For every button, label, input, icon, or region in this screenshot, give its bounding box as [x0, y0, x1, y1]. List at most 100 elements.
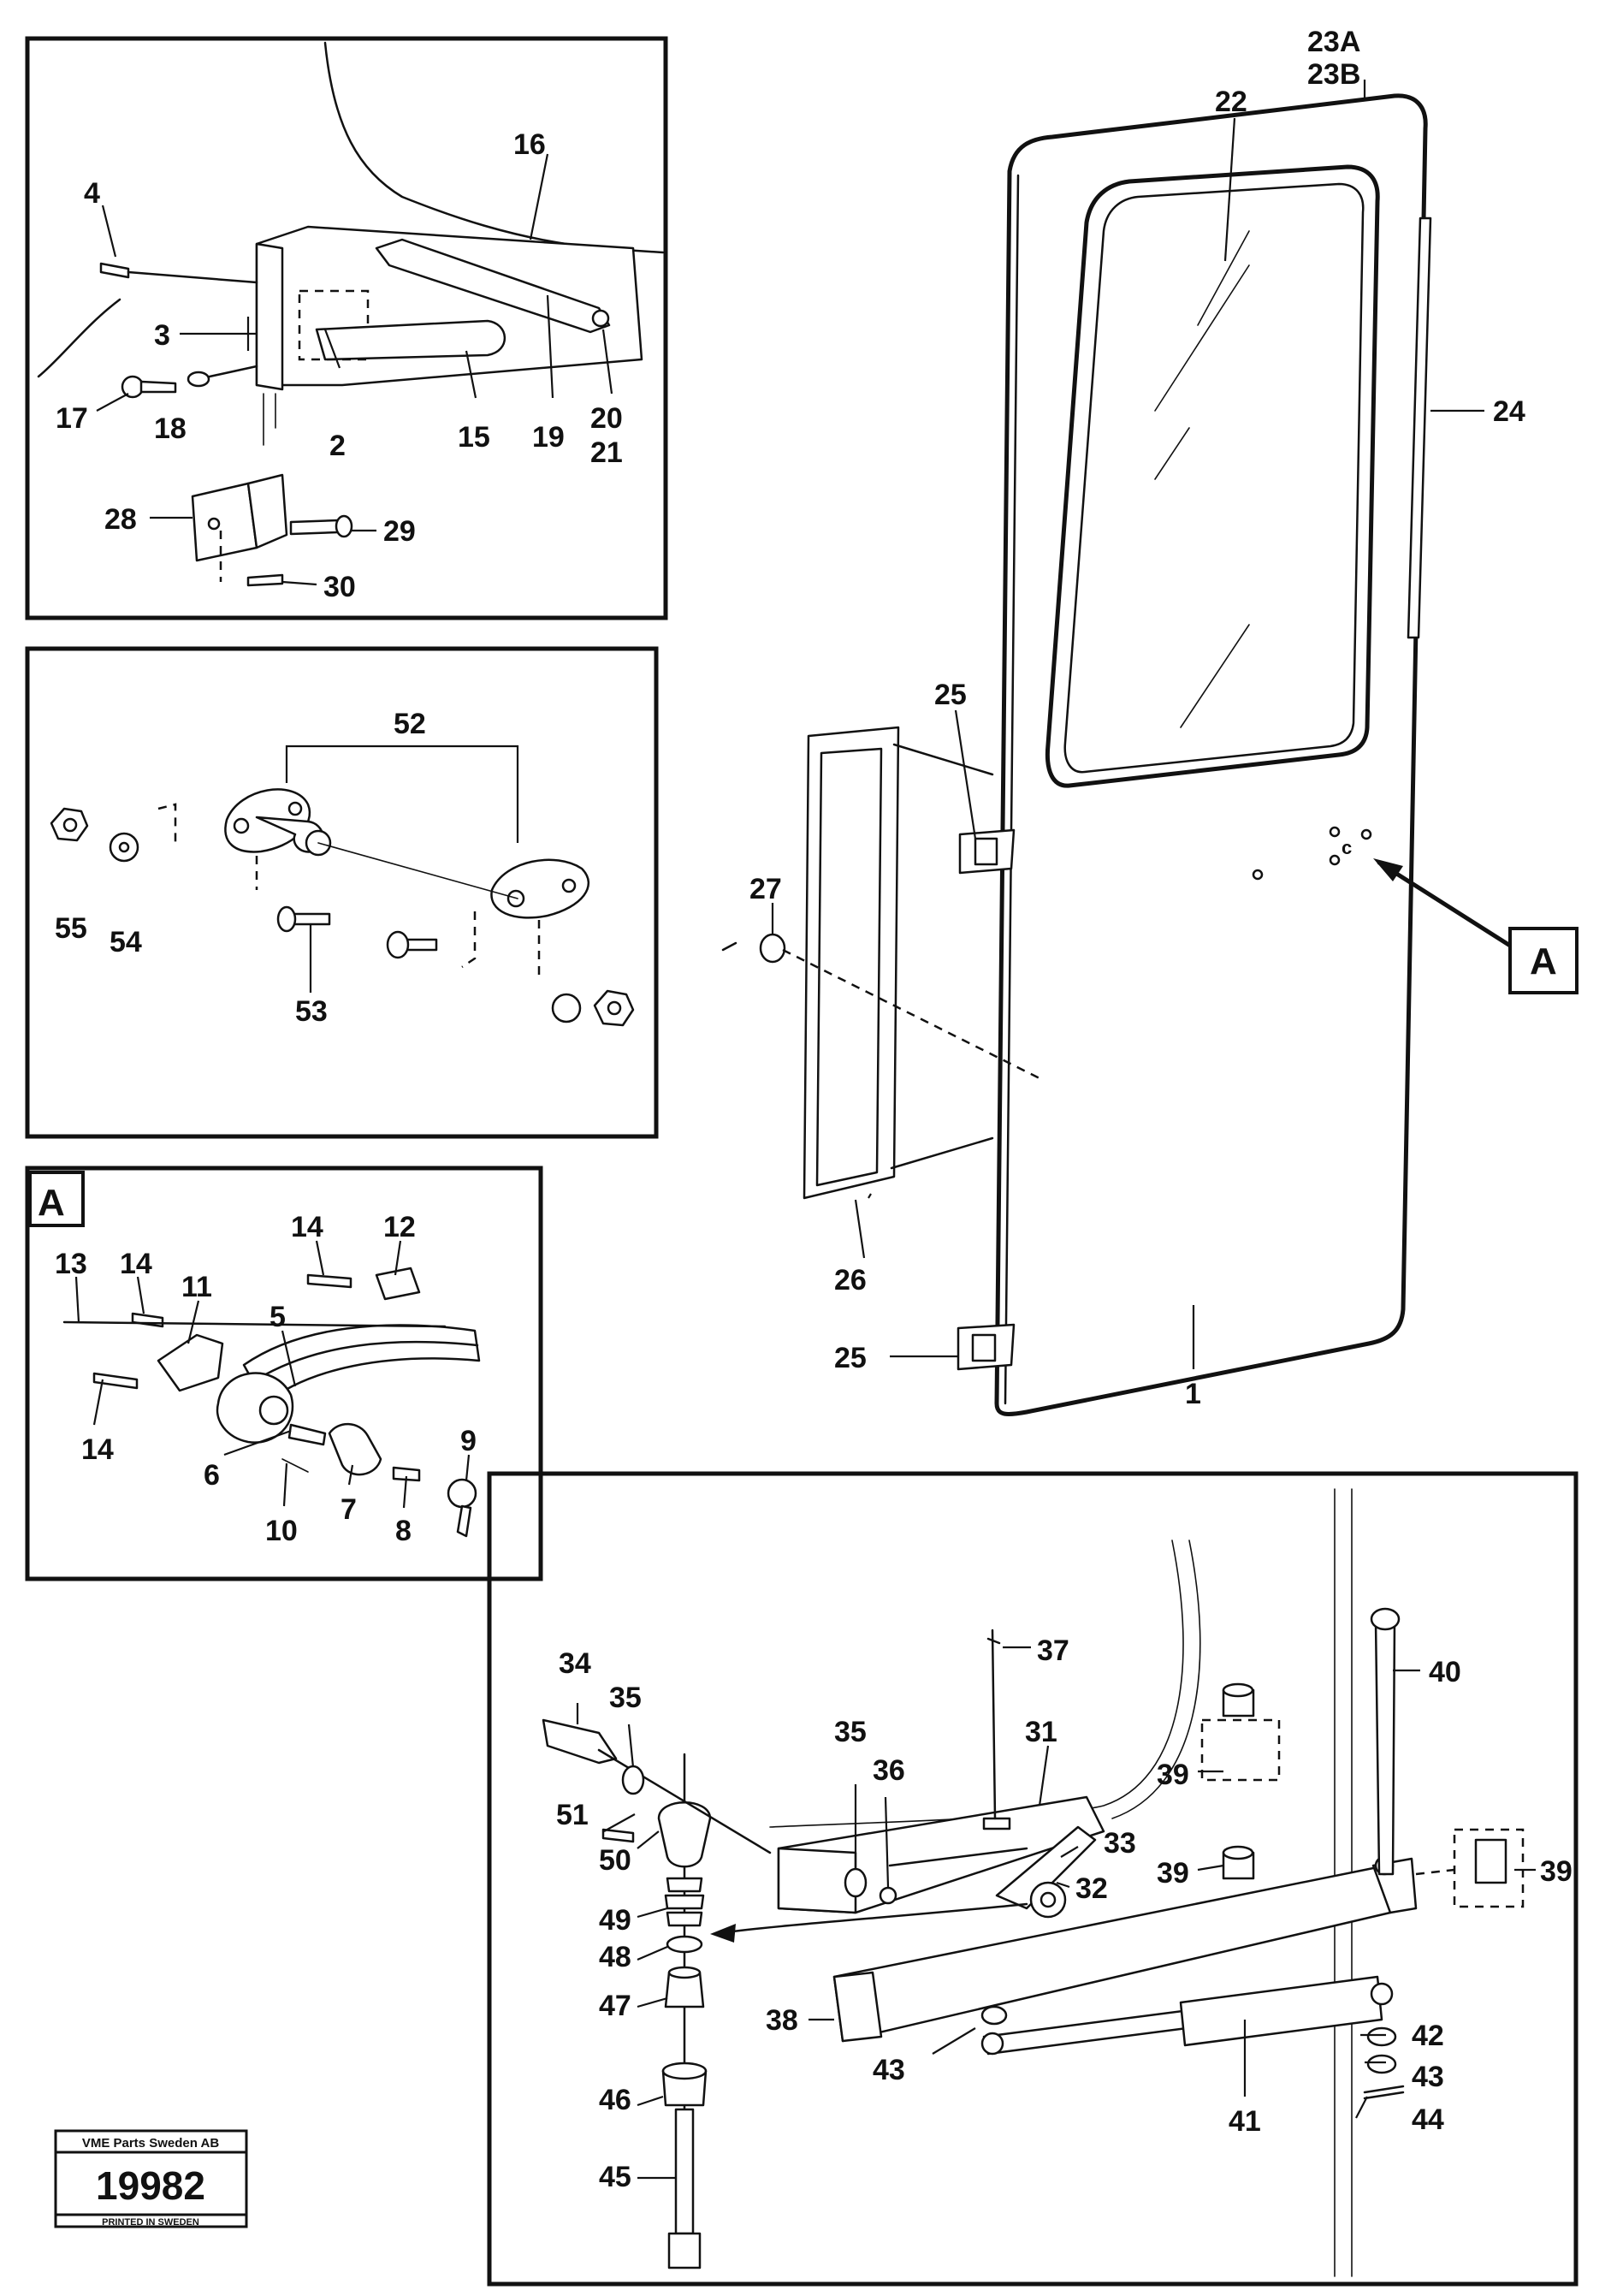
stamp-frame	[54, 2129, 248, 2228]
label-12: 12	[383, 1211, 416, 1243]
label-29: 29	[383, 515, 416, 548]
label-2: 2	[329, 430, 346, 462]
cab-outline-left	[37, 298, 121, 378]
detail-a-letter: A	[38, 1182, 65, 1224]
label-47: 47	[599, 1990, 631, 2022]
label-52: 52	[394, 708, 426, 740]
arrow-head-a	[1373, 858, 1403, 881]
cab-outline	[323, 41, 665, 254]
label-42: 42	[1412, 2020, 1444, 2052]
stamp-company: VME Parts Sweden AB	[82, 2136, 219, 2151]
pin-8	[392, 1466, 421, 1482]
label-51: 51	[556, 1799, 589, 1831]
label-43-left: 43	[873, 2054, 905, 2086]
handle-arm	[242, 1324, 481, 1405]
screw-29	[289, 519, 340, 536]
cap-50	[657, 1801, 712, 1868]
label-39c: 39	[1540, 1855, 1573, 1888]
label-49: 49	[599, 1904, 631, 1937]
label-24: 24	[1493, 395, 1525, 428]
label-11: 11	[181, 1271, 212, 1303]
spring-6	[287, 1423, 327, 1446]
label-22: 22	[1215, 86, 1247, 118]
label-23B: 23B	[1307, 58, 1360, 91]
label-10: 10	[265, 1515, 298, 1547]
label-45: 45	[599, 2161, 631, 2193]
label-5: 5	[270, 1301, 286, 1333]
label-4: 4	[84, 177, 100, 210]
label-14-top: 14	[120, 1248, 152, 1280]
lock-cylinder-7	[328, 1422, 382, 1476]
damper-detail-box: 34 35 37 31 35 36 33 32 40 39 39 39 42 4…	[487, 1471, 1578, 2287]
label-20: 20	[590, 402, 623, 435]
washer-18	[187, 371, 210, 388]
screw-30	[246, 573, 284, 587]
label-41: 41	[1229, 2105, 1261, 2138]
stop-27	[759, 933, 786, 964]
label-8: 8	[395, 1515, 412, 1547]
label-54: 54	[110, 926, 142, 958]
callout-a-box	[1508, 927, 1578, 994]
label-6: 6	[204, 1459, 220, 1492]
damper-box-frame	[487, 1471, 1578, 2287]
label-15: 15	[458, 421, 490, 454]
label-43-right: 43	[1412, 2061, 1444, 2093]
pin-51	[601, 1828, 635, 1843]
washer-42	[1366, 2026, 1397, 2047]
label-14-left: 14	[81, 1433, 114, 1466]
lock-mark-c: c	[1342, 837, 1352, 858]
bracket-52	[285, 745, 519, 843]
label-23A: 23A	[1307, 26, 1360, 58]
stamp-number: 19982	[96, 2163, 205, 2208]
key-9	[447, 1478, 477, 1509]
washer-35b	[844, 1867, 868, 1898]
label-39b: 39	[1157, 1857, 1189, 1890]
callout-a-letter: A	[1530, 940, 1557, 982]
screw-14-top	[131, 1312, 164, 1328]
handle-box-frame	[25, 1166, 543, 1581]
cab-pillar	[769, 1540, 1184, 1828]
label-25-lower: 25	[834, 1342, 867, 1374]
label-25-upper: 25	[934, 679, 967, 711]
pin-10	[281, 1458, 309, 1473]
handle-detail-box: A 13 14	[25, 1166, 543, 1581]
stamp-printed: PRINTED IN SWEDEN	[102, 2217, 199, 2228]
spring-49	[664, 1877, 705, 1927]
washer-43	[1366, 2054, 1397, 2074]
label-40: 40	[1429, 1656, 1461, 1688]
bushing-39c	[1474, 1838, 1507, 1884]
label-35-right: 35	[834, 1716, 867, 1748]
washer-48	[666, 1935, 703, 1954]
label-17: 17	[56, 402, 88, 435]
screw-37	[991, 1629, 997, 1820]
screw-53	[289, 912, 331, 926]
detail-a-tag	[28, 1171, 85, 1227]
label-31: 31	[1025, 1716, 1057, 1748]
label-28: 28	[104, 503, 137, 536]
label-46: 46	[599, 2084, 631, 2116]
pin-40	[1374, 1620, 1396, 1876]
bracket-11	[157, 1333, 224, 1392]
catch-28	[191, 482, 258, 562]
washer-43-left	[980, 2005, 1008, 2026]
pin-44	[1363, 2085, 1405, 2094]
latch-detail-box: 4 3 2 17 18 16 15 19 20 21 28 29 30	[25, 36, 668, 620]
handle-head	[216, 1372, 294, 1444]
label-36: 36	[873, 1754, 905, 1787]
label-53: 53	[295, 995, 328, 1028]
label-50: 50	[599, 1844, 631, 1877]
label-16: 16	[513, 128, 546, 161]
label-18: 18	[154, 412, 187, 445]
door-frame	[994, 93, 1428, 1417]
screw-4	[99, 262, 130, 279]
bolt-34	[542, 1718, 618, 1765]
plate-12	[375, 1267, 421, 1301]
latch-handle	[315, 319, 506, 361]
label-14-right: 14	[291, 1211, 323, 1243]
washer-35	[621, 1765, 645, 1795]
label-37: 37	[1037, 1634, 1069, 1667]
label-35-left: 35	[609, 1682, 642, 1714]
label-38: 38	[766, 2004, 798, 2037]
label-3: 3	[154, 319, 170, 352]
bolt-45	[674, 2108, 695, 2235]
